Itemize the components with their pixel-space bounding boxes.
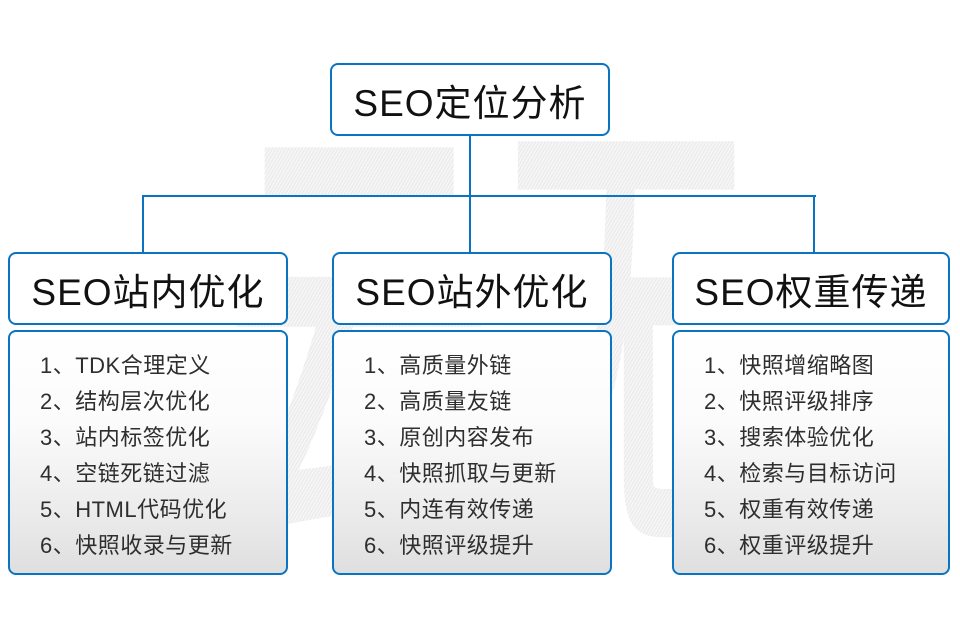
- list-item: 3、站内标签优化: [40, 425, 211, 450]
- connector-rail: [142, 195, 816, 197]
- list-item: 3、原创内容发布: [364, 425, 535, 450]
- list-item: 5、权重有效传递: [704, 497, 875, 522]
- list-item: 4、检索与目标访问: [704, 461, 897, 486]
- list-item: 6、快照评级提升: [364, 533, 535, 558]
- list-item: 1、高质量外链: [364, 353, 512, 378]
- list-item: 4、空链死链过滤: [40, 461, 211, 486]
- connector-drop-left: [142, 196, 144, 252]
- list-item: 4、快照抓取与更新: [364, 461, 557, 486]
- column-weight-list: 1、快照增缩略图 2、快照评级排序 3、搜索体验优化 4、检索与目标访问 5、权…: [672, 330, 950, 575]
- root-node: SEO定位分析: [330, 63, 610, 136]
- connector-stem: [469, 136, 471, 196]
- list-item: 1、TDK合理定义: [40, 353, 211, 378]
- root-node-title: SEO定位分析: [353, 82, 587, 124]
- column-offsite-header: SEO站外优化: [332, 252, 612, 325]
- connector-drop-right: [813, 196, 815, 252]
- list-item: 6、快照收录与更新: [40, 533, 233, 558]
- list-item: 2、快照评级排序: [704, 389, 875, 414]
- column-offsite-list: 1、高质量外链 2、高质量友链 3、原创内容发布 4、快照抓取与更新 5、内连有…: [332, 330, 612, 575]
- list-item: 2、结构层次优化: [40, 389, 211, 414]
- column-weight-title: SEO权重传递: [694, 271, 928, 313]
- list-item: 5、内连有效传递: [364, 497, 535, 522]
- column-weight-header: SEO权重传递: [672, 252, 950, 325]
- column-onsite-header: SEO站内优化: [8, 252, 288, 325]
- list-item: 5、HTML代码优化: [40, 497, 228, 522]
- list-item: 3、搜索体验优化: [704, 425, 875, 450]
- column-offsite-title: SEO站外优化: [355, 271, 589, 313]
- column-onsite-title: SEO站内优化: [31, 271, 265, 313]
- list-item: 6、权重评级提升: [704, 533, 875, 558]
- column-onsite-list: 1、TDK合理定义 2、结构层次优化 3、站内标签优化 4、空链死链过滤 5、H…: [8, 330, 288, 575]
- connector-drop-center: [469, 196, 471, 252]
- list-item: 1、快照增缩略图: [704, 353, 875, 378]
- list-item: 2、高质量友链: [364, 389, 512, 414]
